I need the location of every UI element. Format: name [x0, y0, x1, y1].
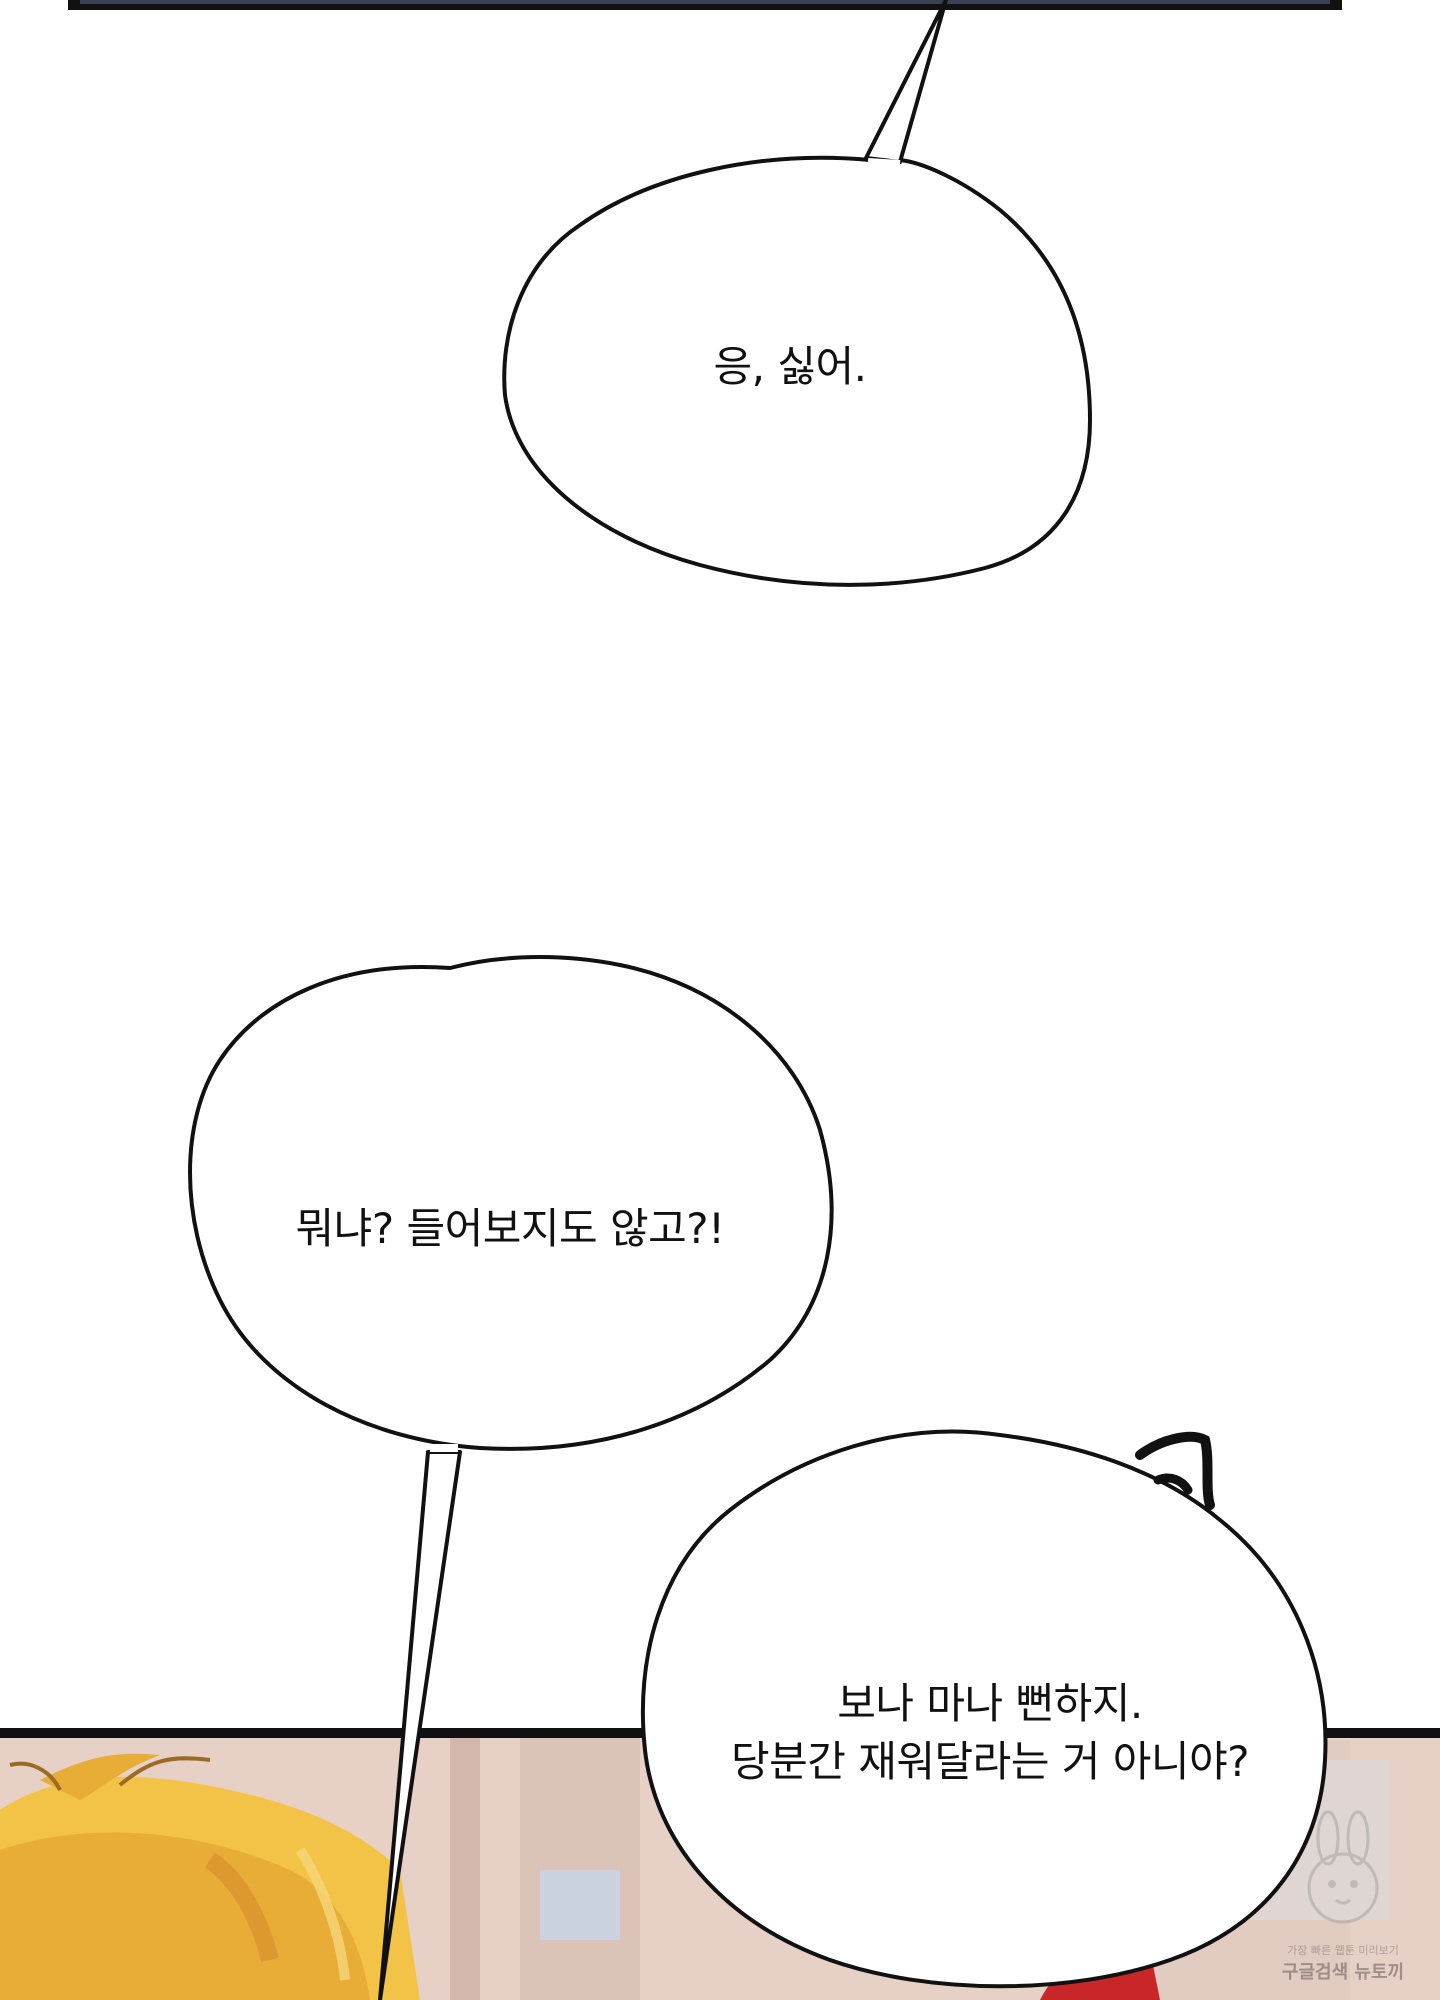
watermark-line-2: 구글검색 뉴토끼 — [1281, 1962, 1405, 1983]
speech-bubble-3 — [640, 1429, 1328, 1989]
watermark-rabbit-icon — [1307, 1810, 1379, 1924]
bubble-2-text: 뭐냐? 들어보지도 않고?! — [240, 1200, 780, 1258]
speech-bubble-2 — [188, 955, 834, 2000]
bubble-3-line-1: 보나 마나 뻔하지. — [837, 1679, 1143, 1728]
top-panel-strip — [68, 0, 1342, 10]
sfx-mark — [1135, 1431, 1215, 1510]
bubble-1-line-1: 응, 싫어. — [713, 342, 867, 391]
watermark: 가장 빠른 웹툰 미리보기 구글검색 뉴토끼 — [1262, 1810, 1424, 2000]
bubble-2-line-1: 뭐냐? 들어보지도 않고?! — [295, 1204, 725, 1253]
bubble-3-line-2: 당분간 재워달라는 거 아니야? — [730, 1737, 1250, 1786]
speech-bubble-1 — [502, 0, 1092, 587]
bubble-1-text: 응, 싫어. — [600, 338, 980, 396]
watermark-line-1: 가장 빠른 웹툰 미리보기 — [1287, 1944, 1399, 1957]
bubble-3-text: 보나 마나 뻔하지. 당분간 재워달라는 거 아니야? — [690, 1675, 1290, 1791]
